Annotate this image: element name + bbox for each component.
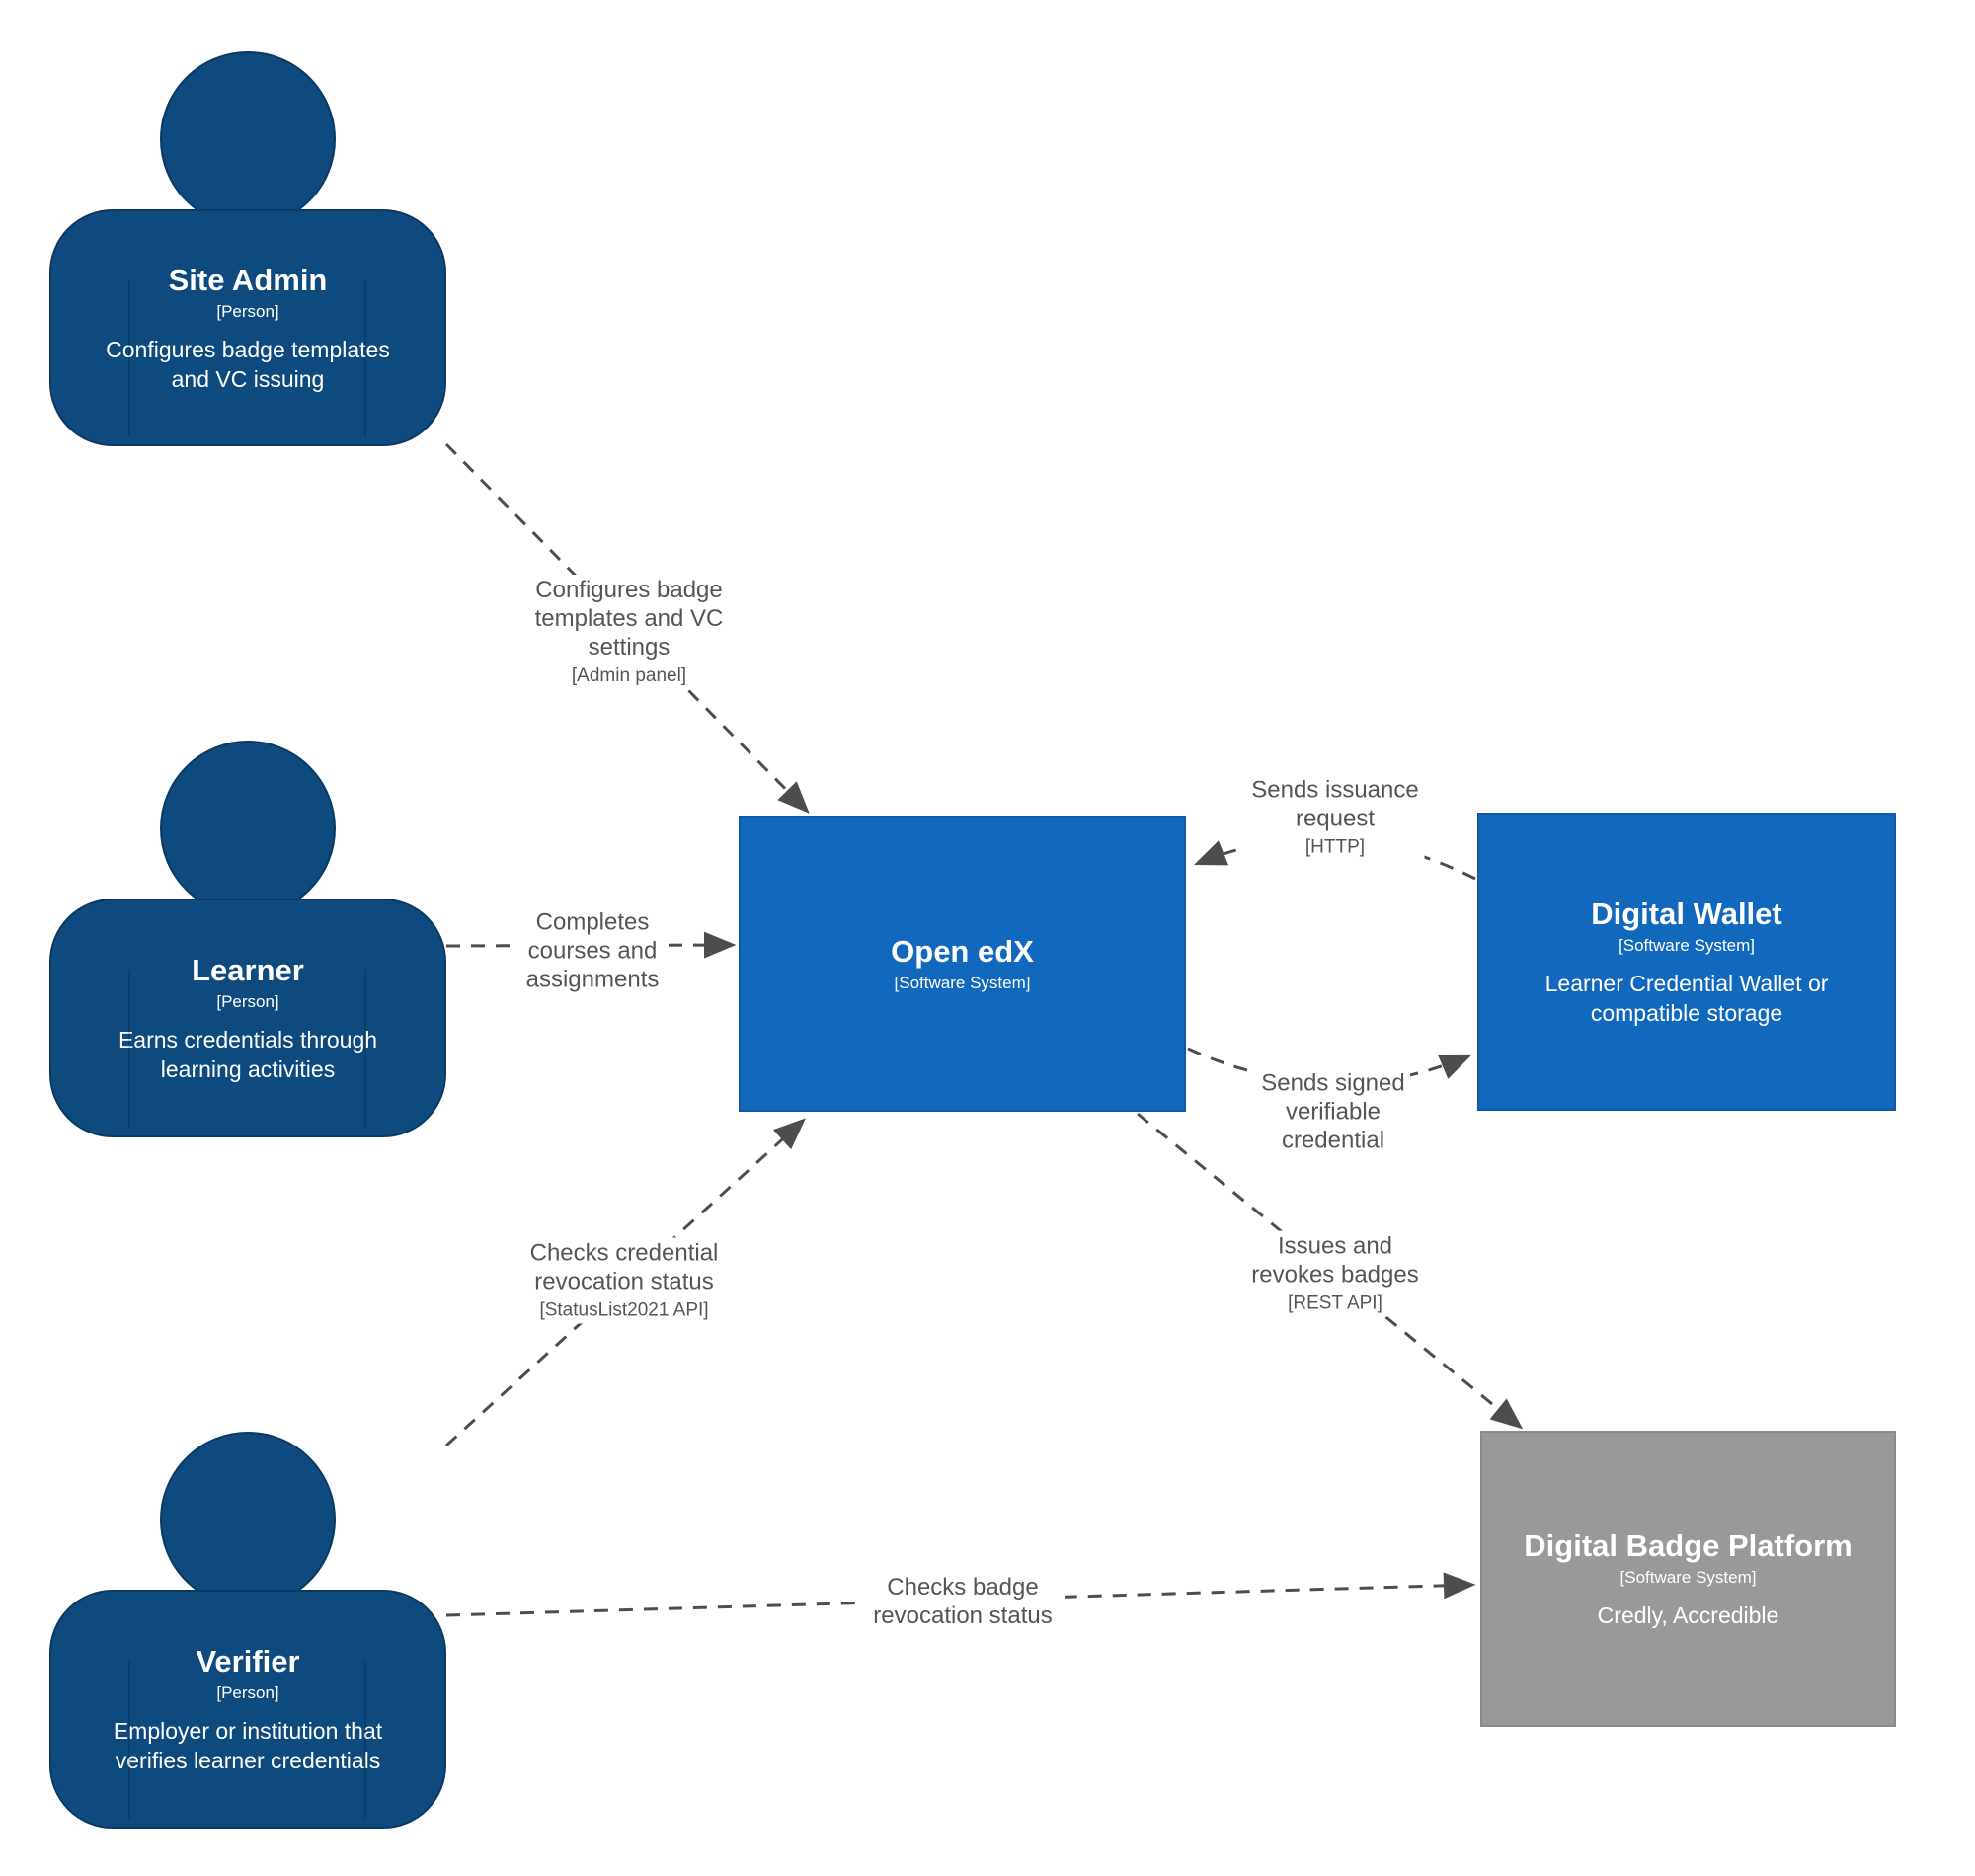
node-meta: [Software System]: [1619, 936, 1755, 955]
edge-label-technology: [REST API]: [1288, 1292, 1382, 1314]
system-open-edx[interactable]: Open edX [Software System]: [739, 816, 1186, 1112]
person-site-admin-body: Site Admin [Person] Configures badge tem…: [49, 209, 446, 446]
node-title: Digital Badge Platform: [1524, 1528, 1853, 1563]
node-description: Configures badge templates and VC issuin…: [106, 337, 390, 392]
person-learner[interactable]: Learner [Person] Earns credentials throu…: [49, 741, 446, 1137]
edge-label-admin-to-edx: Configures badge templates and VC settin…: [524, 575, 734, 689]
node-meta: [Software System]: [894, 974, 1031, 992]
person-arm-left: [128, 970, 130, 1128]
node-meta: [Software System]: [1620, 1568, 1757, 1587]
person-learner-body: Learner [Person] Earns credentials throu…: [49, 899, 446, 1137]
node-description: Credly, Accredible: [1597, 1602, 1779, 1628]
person-arm-left: [128, 1661, 130, 1819]
person-site-admin[interactable]: Site Admin [Person] Configures badge tem…: [49, 51, 446, 446]
edge-label-text: Configures badge templates and VC settin…: [534, 577, 724, 661]
edge-label-edx-to-wallet: Sends signed verifiable credential: [1256, 1067, 1410, 1156]
node-title: Open edX: [891, 934, 1034, 969]
node-description: Learner Credential Wallet or compatible …: [1544, 971, 1829, 1026]
person-head-icon: [160, 1432, 336, 1607]
node-description: Earns credentials through learning activ…: [118, 1027, 378, 1082]
system-digital-wallet[interactable]: Digital Wallet [Software System] Learner…: [1477, 813, 1896, 1111]
edge-label-wallet-to-edx: Sends issuance request [HTTP]: [1245, 774, 1425, 861]
edge-label-text: Completes courses and assignments: [525, 908, 660, 993]
edge-label-text: Checks badge revocation status: [873, 1574, 1053, 1629]
node-title: Learner: [192, 953, 304, 987]
edge-label-technology: [Admin panel]: [571, 665, 687, 686]
system-digital-badge-platform[interactable]: Digital Badge Platform [Software System]…: [1480, 1431, 1896, 1727]
edge-label-technology: [StatusList2021 API]: [539, 1299, 709, 1321]
edge-label-learner-to-edx: Completes courses and assignments: [517, 906, 668, 995]
edge-label-verifier-to-edx: Checks credential revocation status [Sta…: [519, 1237, 729, 1324]
edge-label-verifier-to-badge: Checks badge revocation status: [861, 1572, 1065, 1631]
person-verifier[interactable]: Verifier [Person] Employer or institutio…: [49, 1432, 446, 1829]
edge-label-text: Sends signed verifiable credential: [1261, 1069, 1405, 1154]
edge-label-text: Sends issuance request: [1251, 776, 1419, 832]
node-title: Digital Wallet: [1591, 897, 1782, 931]
node-description: Employer or institution that verifies le…: [113, 1718, 383, 1773]
person-arm-right: [364, 970, 366, 1128]
person-arm-right: [364, 280, 366, 436]
person-arm-right: [364, 1661, 366, 1819]
node-title: Verifier: [196, 1644, 300, 1679]
person-head-icon: [160, 741, 336, 916]
edge-label-technology: [HTTP]: [1304, 836, 1366, 858]
edge-label-edx-to-badge: Issues and revokes badges [REST API]: [1243, 1230, 1427, 1317]
node-title: Site Admin: [168, 263, 328, 297]
person-head-icon: [160, 51, 336, 227]
node-meta: [Person]: [216, 992, 279, 1011]
node-meta: [Person]: [216, 1683, 279, 1702]
person-arm-left: [128, 280, 130, 436]
person-verifier-body: Verifier [Person] Employer or institutio…: [49, 1590, 446, 1829]
node-meta: [Person]: [216, 302, 279, 321]
edge-label-text: Issues and revokes badges: [1251, 1232, 1419, 1289]
edge-label-text: Checks credential revocation status: [529, 1239, 719, 1295]
